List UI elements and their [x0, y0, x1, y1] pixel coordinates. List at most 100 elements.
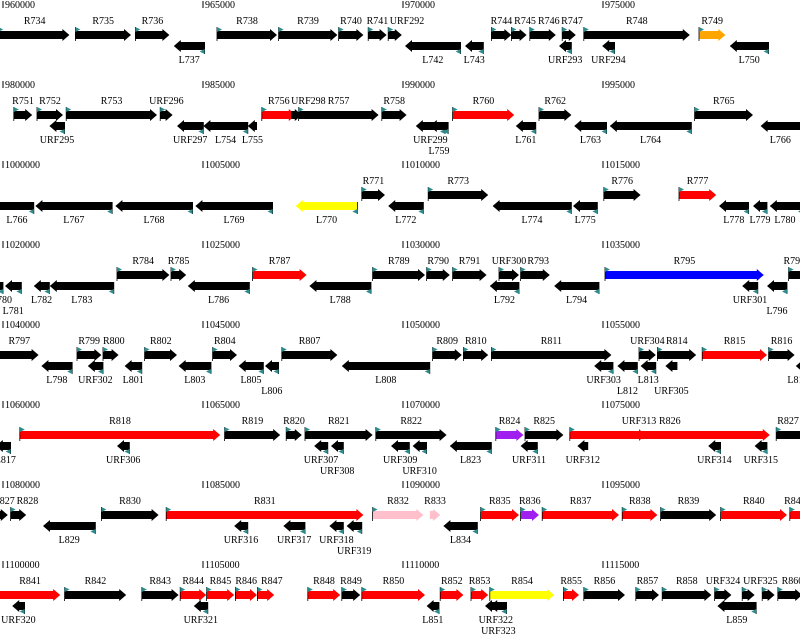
gene-arrow-r804[interactable] — [212, 349, 237, 361]
gene-arrow-l778[interactable] — [719, 200, 749, 212]
gene-arrow-l761[interactable] — [515, 120, 536, 132]
gene-arrow-urf316[interactable] — [234, 520, 248, 532]
gene-arrow-r771[interactable] — [361, 189, 385, 201]
gene-arrow-l763[interactable] — [574, 120, 607, 132]
gene-arrow-r795[interactable] — [605, 269, 764, 281]
gene-arrow-r825[interactable] — [525, 429, 564, 441]
gene-arrow-urf298[interactable] — [291, 109, 302, 121]
gene-arrow-urf314[interactable] — [708, 440, 721, 452]
gene-arrow-r756[interactable] — [261, 109, 296, 121]
gene-arrow-r776[interactable] — [603, 189, 641, 201]
gene-arrow-l808[interactable] — [341, 360, 430, 372]
gene-arrow-urf319[interactable] — [346, 520, 362, 532]
gene-arrow-l780[interactable] — [0, 280, 3, 292]
gene-arrow-urf320[interactable] — [12, 600, 25, 612]
gene-arrow-l766[interactable] — [760, 120, 800, 132]
gene-arrow-l783[interactable] — [49, 280, 114, 292]
gene-arrow-l774[interactable] — [492, 200, 572, 212]
gene-arrow-urf292[interactable] — [388, 29, 402, 41]
gene-arrow-r816[interactable] — [768, 349, 795, 361]
gene-arrow-l755[interactable] — [247, 120, 257, 132]
gene-arrow-l805[interactable] — [238, 360, 264, 372]
gene-arrow-r836[interactable] — [520, 509, 539, 521]
gene-arrow-urf315[interactable] — [754, 440, 767, 452]
gene-arrow-r819[interactable] — [224, 429, 281, 441]
gene-arrow-r848[interactable] — [307, 589, 341, 601]
gene-arrow-urf308[interactable] — [331, 440, 344, 452]
gene-arrow-l780[interactable] — [769, 200, 800, 212]
gene-arrow-urf297[interactable] — [177, 120, 204, 132]
gene-arrow-r846[interactable] — [235, 589, 257, 601]
gene-arrow-urf296[interactable] — [160, 109, 173, 121]
gene-arrow-l801[interactable] — [124, 360, 142, 372]
gene-arrow-r765[interactable] — [694, 109, 753, 121]
gene-arrow-l794[interactable] — [554, 280, 599, 292]
gene-arrow-r802[interactable] — [144, 349, 177, 361]
gene-arrow-l859[interactable] — [717, 600, 757, 612]
gene-arrow-urf324[interactable] — [714, 589, 732, 601]
gene-arrow-r837[interactable] — [542, 509, 619, 521]
gene-arrow-l779[interactable] — [753, 200, 767, 212]
gene-arrow-urf317[interactable] — [283, 520, 305, 532]
gene-arrow-r740[interactable] — [338, 29, 364, 41]
gene-arrow-l851[interactable] — [426, 600, 439, 612]
gene-arrow-r856[interactable] — [583, 589, 625, 601]
gene-arrow-r827[interactable] — [776, 429, 800, 441]
gene-arrow-r752[interactable] — [37, 109, 63, 121]
gene-arrow-l812[interactable] — [617, 360, 638, 372]
gene-arrow-r822[interactable] — [375, 429, 447, 441]
gene-arrow-l817[interactable] — [0, 440, 11, 452]
gene-arrow-urf301[interactable] — [742, 280, 758, 292]
gene-arrow-l767[interactable] — [35, 200, 113, 212]
gene-arrow-r826[interactable] — [569, 429, 770, 441]
gene-arrow-r790[interactable] — [426, 269, 450, 281]
gene-arrow-l803[interactable] — [178, 360, 211, 372]
gene-arrow-urf323[interactable] — [490, 600, 507, 612]
gene-arrow-r850[interactable] — [361, 589, 425, 601]
gene-arrow-l768[interactable] — [115, 200, 193, 212]
gene-arrow-r799[interactable] — [77, 349, 102, 361]
gene-arrow-r824[interactable] — [495, 429, 524, 441]
gene-arrow-l817[interactable] — [795, 360, 800, 372]
gene-arrow-r809[interactable] — [432, 349, 462, 361]
gene-arrow-r827[interactable] — [0, 509, 8, 521]
gene-arrow-r784[interactable] — [117, 269, 170, 281]
gene-arrow-r746[interactable] — [529, 29, 556, 41]
gene-arrow-r841[interactable] — [789, 509, 800, 521]
gene-arrow-r843[interactable] — [141, 589, 179, 601]
gene-arrow-urf302[interactable] — [87, 360, 103, 372]
gene-arrow-r791[interactable] — [452, 269, 487, 281]
gene-arrow-r757[interactable] — [298, 109, 379, 121]
gene-arrow-urf318[interactable] — [329, 520, 344, 532]
gene-arrow-urf325[interactable] — [742, 589, 755, 601]
gene-arrow-urf294[interactable] — [602, 40, 615, 52]
gene-arrow-r852[interactable] — [440, 589, 464, 601]
gene-arrow-r844[interactable] — [180, 589, 207, 601]
gene-arrow-r749[interactable] — [699, 29, 726, 41]
gene-arrow-r797[interactable] — [788, 269, 800, 281]
gene-arrow-r821[interactable] — [305, 429, 373, 441]
gene-arrow-r751[interactable] — [13, 109, 33, 121]
gene-arrow-r853[interactable] — [471, 589, 489, 601]
gene-arrow-l743[interactable] — [465, 40, 484, 52]
gene-arrow-urf313[interactable] — [639, 429, 645, 441]
gene-arrow-r857[interactable] — [635, 589, 659, 601]
gene-arrow-l834[interactable] — [443, 520, 478, 532]
gene-arrow-r839[interactable] — [660, 509, 717, 521]
gene-arrow-r773[interactable] — [428, 189, 489, 201]
gene-arrow-l796[interactable] — [767, 280, 787, 292]
gene-arrow-r762[interactable] — [539, 109, 572, 121]
gene-arrow-r793[interactable] — [520, 269, 550, 281]
gene-arrow-urf321[interactable] — [193, 600, 208, 612]
gene-arrow-r797[interactable] — [0, 349, 39, 361]
gene-arrow-l766[interactable] — [0, 200, 34, 212]
gene-arrow-urf303[interactable] — [594, 360, 613, 372]
gene-arrow-r741[interactable] — [368, 29, 387, 41]
gene-arrow-r738[interactable] — [217, 29, 277, 41]
gene-arrow-l782[interactable] — [33, 280, 50, 292]
gene-arrow-l775[interactable] — [573, 200, 598, 212]
gene-arrow-r735[interactable] — [75, 29, 131, 41]
gene-arrow-l742[interactable] — [405, 40, 461, 52]
gene-arrow-l770[interactable] — [295, 200, 358, 212]
gene-arrow-l781[interactable] — [5, 280, 22, 292]
